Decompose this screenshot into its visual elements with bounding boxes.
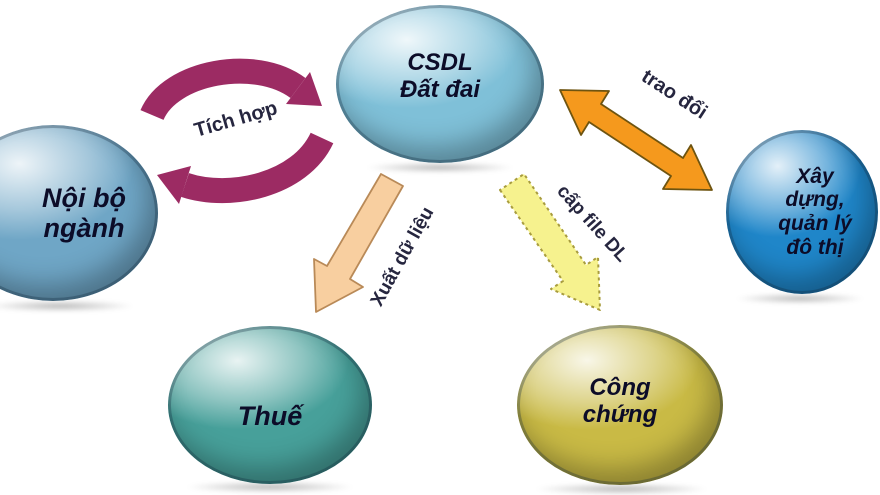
node-tax-label: Thuế <box>237 400 303 431</box>
export-arrow-icon <box>313 173 404 313</box>
node-land-database: CSDL Đất đai <box>336 5 544 163</box>
shadow-notary <box>534 483 709 495</box>
file-arrow-icon <box>499 173 601 311</box>
node-internal-label: Nội bộ ngành <box>42 182 126 243</box>
node-construction-urban-label: Xây dựng, quản lý đô thị <box>778 164 852 259</box>
node-notary-label: Công chứng <box>582 374 658 428</box>
node-land-database-label: CSDL Đất đai <box>399 49 480 103</box>
shadow-tax <box>185 481 355 493</box>
shadow-internal <box>0 300 135 312</box>
exchange-arrow-icon <box>559 89 713 191</box>
node-construction-urban: Xây dựng, quản lý đô thị <box>726 130 878 294</box>
cycle-arrows-icon <box>140 58 334 204</box>
shadow-csdl <box>365 162 515 173</box>
shadow-construction <box>735 293 865 304</box>
node-tax: Thuế <box>168 326 372 484</box>
node-notary: Công chứng <box>517 325 723 485</box>
